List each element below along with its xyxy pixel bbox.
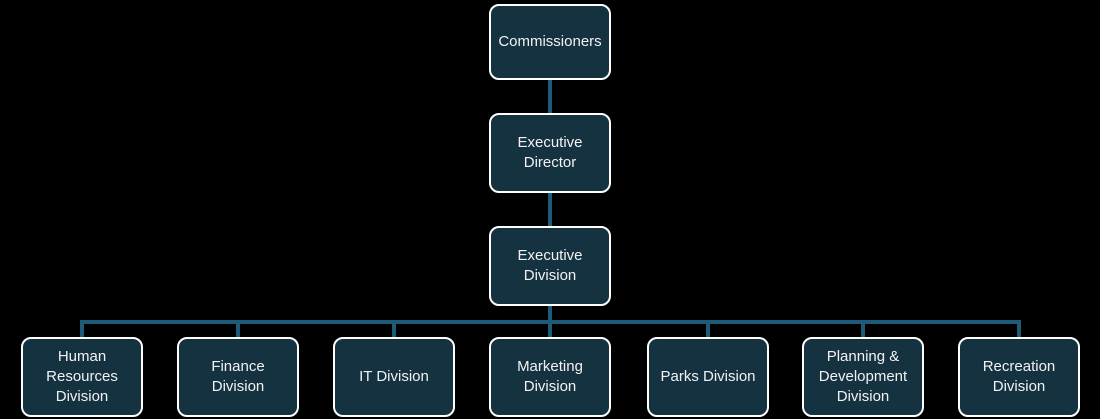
org-node-it-division: IT Division — [333, 337, 455, 417]
org-node-executive-division: Executive Division — [489, 226, 611, 306]
connector-executive-director-executive-division — [548, 193, 552, 226]
connector-stub-parks — [706, 320, 710, 337]
org-node-label: Parks Division — [660, 368, 756, 386]
org-node-label: Executive Director — [517, 134, 583, 171]
connector-stub-planning-development — [861, 320, 865, 337]
org-node-label: Marketing Division — [517, 358, 583, 395]
org-node-label: Human Resources Division — [46, 348, 118, 405]
org-node-recreation-division: Recreation Division — [958, 337, 1080, 417]
connector-commissioners-executive-director — [548, 80, 552, 113]
connector-stub-it — [392, 320, 396, 337]
connector-branch-horizontal-bar — [80, 320, 1021, 324]
connector-stub-recreation — [1017, 320, 1021, 337]
org-node-label: IT Division — [359, 368, 429, 386]
org-node-commissioners: Commissioners — [489, 4, 611, 80]
org-node-parks-division: Parks Division — [647, 337, 769, 417]
connector-stub-human-resources — [80, 320, 84, 337]
connector-stub-finance — [236, 320, 240, 337]
org-node-executive-director: Executive Director — [489, 113, 611, 193]
org-node-planning-development-division: Planning & Development Division — [802, 337, 924, 417]
org-node-human-resources-division: Human Resources Division — [21, 337, 143, 417]
org-node-finance-division: Finance Division — [177, 337, 299, 417]
org-node-label: Executive Division — [517, 247, 583, 284]
org-node-label: Recreation Division — [982, 358, 1056, 395]
org-node-label: Finance Division — [211, 358, 265, 395]
org-node-label: Commissioners — [498, 33, 602, 51]
org-node-label: Planning & Development Division — [818, 348, 908, 405]
org-node-marketing-division: Marketing Division — [489, 337, 611, 417]
